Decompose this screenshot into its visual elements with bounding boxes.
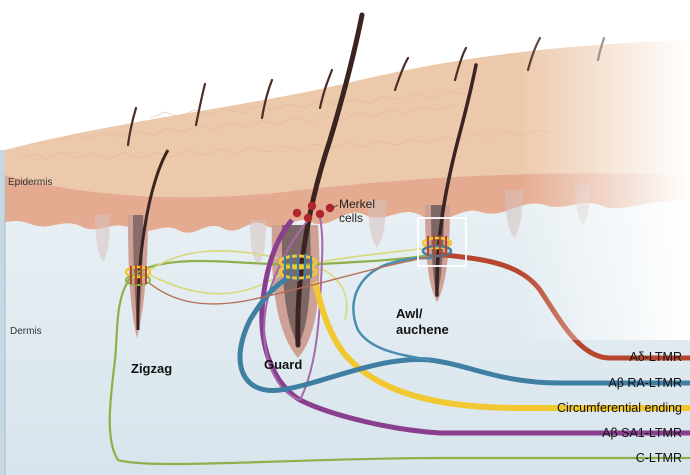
a-delta-ltmr-label: Aδ-LTMR <box>629 350 682 364</box>
ra-ltmr-label: Aβ RA-LTMR <box>608 376 682 390</box>
guard-label: Guard <box>264 357 303 372</box>
merkel-cells-label: Merkel cells <box>339 197 376 225</box>
right-fade <box>0 0 690 340</box>
epidermis-label: Epidermis <box>8 177 53 188</box>
circumferential-ending-label: Circumferential ending <box>556 401 682 415</box>
awl-auchene-label: Awl/ auchene <box>396 306 449 337</box>
zigzag-label: Zigzag <box>131 361 173 376</box>
dermis-label: Dermis <box>10 326 42 337</box>
sa1-ltmr-label: Aβ SA1-LTMR <box>602 426 682 440</box>
c-ltmr-label: C-LTMR <box>635 451 682 465</box>
